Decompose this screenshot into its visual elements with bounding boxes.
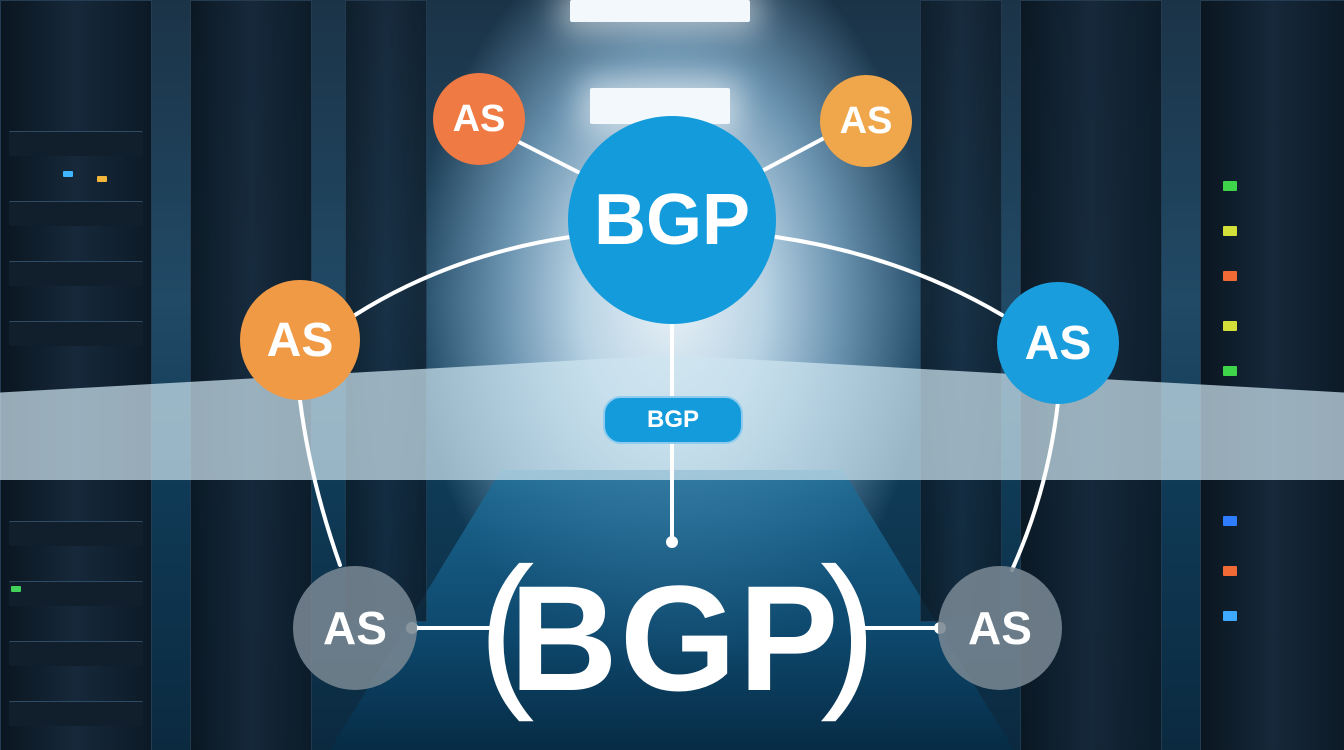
as-node-label: AS (266, 313, 334, 367)
server-rack-right-far (920, 0, 1002, 622)
title-close-paren: ) (820, 533, 877, 723)
as-node-bottom-right: AS (938, 566, 1062, 690)
bgp-center-node: BGP (568, 116, 776, 324)
bgp-title-text: BGP (509, 553, 841, 722)
server-rack-right (1200, 0, 1344, 750)
as-node-label: AS (452, 97, 506, 140)
server-rack-left (0, 0, 152, 750)
bgp-pill-label: BGP (603, 396, 743, 444)
bgp-pill-text: BGP (646, 406, 699, 433)
as-node-mid-left: AS (240, 280, 360, 400)
as-node-label: AS (968, 602, 1032, 654)
as-node-bottom-left: AS (293, 566, 417, 690)
as-node-label: AS (1024, 316, 1092, 370)
as-node-label: AS (323, 602, 387, 654)
title-open-paren: ( (478, 533, 535, 723)
as-node-label: AS (839, 99, 893, 142)
bgp-center-label: BGP (593, 180, 751, 260)
as-node-top-right: AS (820, 75, 912, 167)
ceiling-light (570, 0, 750, 22)
bgp-title: BGP (470, 548, 880, 728)
as-node-top-left: AS (433, 73, 525, 165)
as-node-mid-right: AS (997, 282, 1119, 404)
